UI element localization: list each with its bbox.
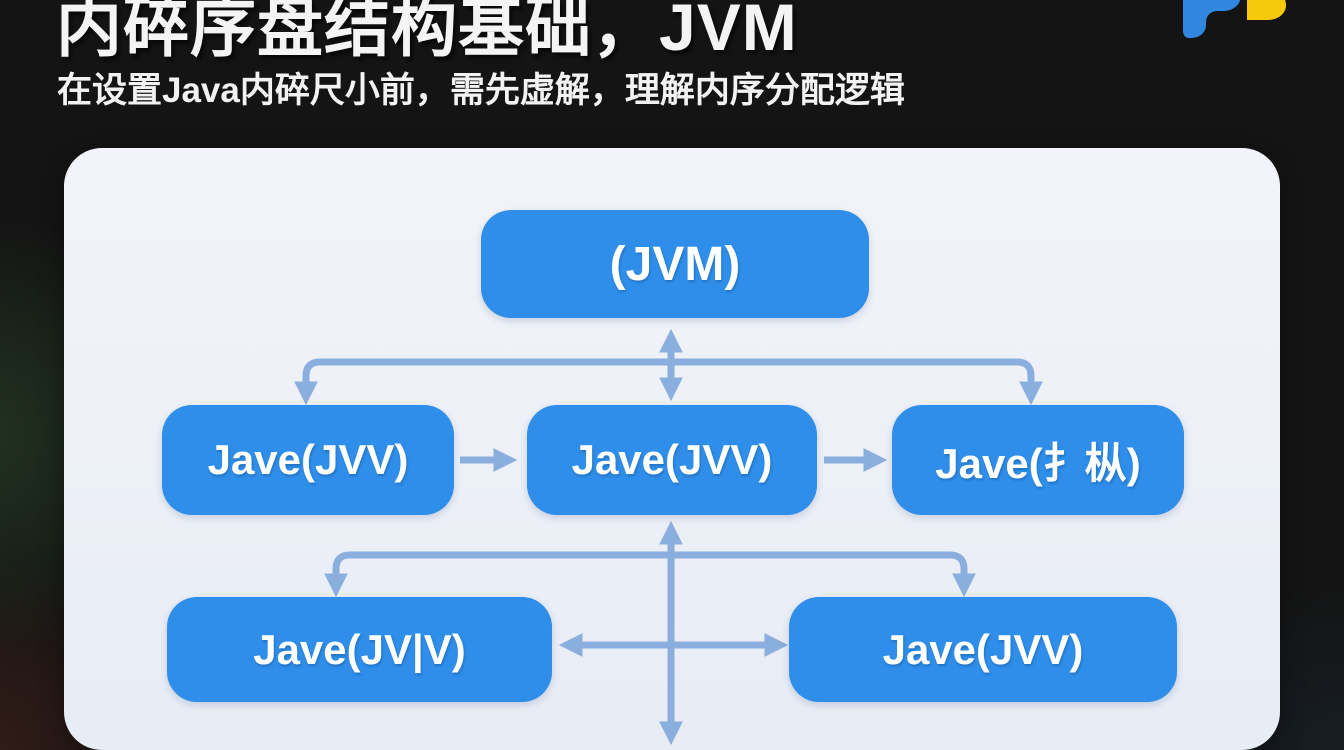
diagram-arrows <box>294 328 1043 746</box>
node-bottom-right: Jave(JVV) <box>789 597 1177 702</box>
node-bottom-left: Jave(JV|V) <box>167 597 552 702</box>
logo-blue-shape <box>1183 0 1241 38</box>
node-label: Jave(JVV) <box>207 436 409 483</box>
node-label: Jave(JV|V) <box>253 625 466 673</box>
node-middle-left: Jave(JVV) <box>162 405 454 515</box>
node-label: Jave(扌枞) <box>935 439 1141 487</box>
arrow-branch-top <box>294 358 1043 406</box>
diagram-card: (JVM) Jave(JVV) Jave(JVV) Jave(扌枞) Jave(… <box>64 148 1280 750</box>
node-middle-center: Jave(JVV) <box>527 405 817 515</box>
page-title: 内碎序盘结构基础，JVM <box>56 0 798 64</box>
brand-logo <box>1183 0 1286 38</box>
arrow-branch-bottom <box>324 551 976 598</box>
node-label: Jave(JVV) <box>882 625 1084 673</box>
page-subtitle: 在设置Java内碎尺小前，需先虚解，理解内序分配逻辑 <box>57 71 905 110</box>
logo-yellow-shape <box>1247 0 1286 20</box>
node-label: (JVM) <box>609 237 741 291</box>
node-jvm-root: (JVM) <box>481 210 869 318</box>
node-label: Jave(JVV) <box>571 436 773 483</box>
node-middle-right: Jave(扌枞) <box>892 405 1184 515</box>
